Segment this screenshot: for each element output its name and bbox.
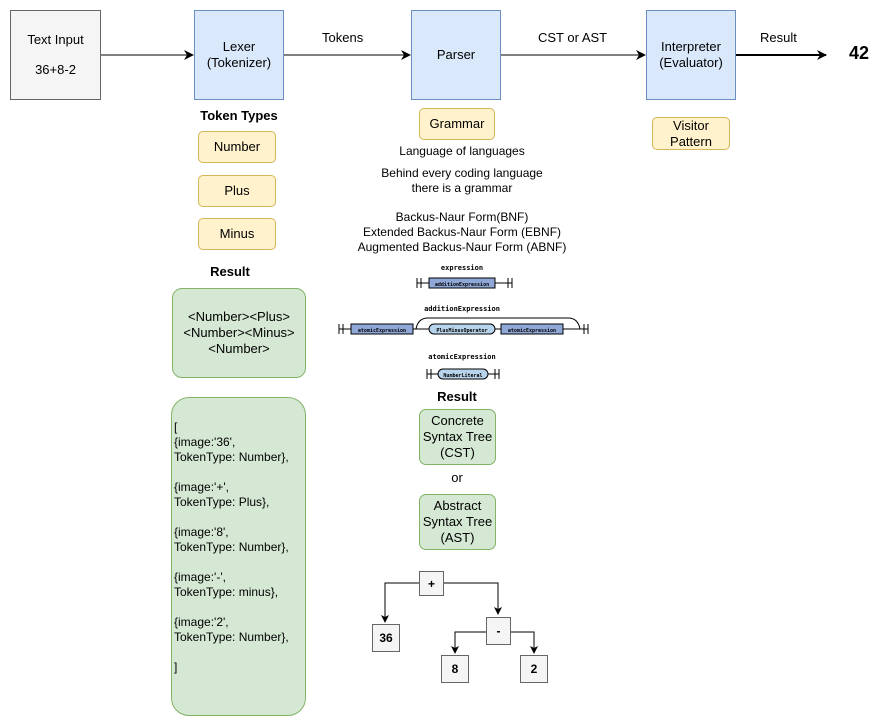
visitor-pattern-box: Visitor Pattern — [652, 117, 730, 150]
token-list-line-12: TokenType: minus}, — [174, 585, 279, 599]
token-list-line-8: {image:'8', — [174, 525, 229, 539]
rule-name-additionExpression: additionExpression — [424, 305, 500, 313]
rule-item-NumberLiteral: NumberLiteral — [443, 373, 482, 379]
rule-item-atomicExpression-1: atomicExpression — [358, 328, 406, 334]
token-list-line-3: TokenType: Number}, — [174, 450, 289, 464]
token-sequence-box: <Number><Plus> <Number><Minus> <Number> — [172, 288, 306, 378]
token-sequence-line-3: <Number> — [208, 341, 270, 356]
cst-line-1: Concrete — [431, 413, 484, 428]
cst-box: Concrete Syntax Tree (CST) — [419, 409, 496, 465]
token-list-line-9: TokenType: Number}, — [174, 540, 289, 554]
token-list-line-11: {image:'-', — [174, 570, 226, 584]
token-list-line-15: TokenType: Number}, — [174, 630, 289, 644]
visitor-pattern-line-1: Visitor — [673, 117, 709, 133]
tree-edge-minus-left — [451, 631, 486, 654]
token-type-number: Number — [198, 131, 276, 163]
tree-node-36: 36 — [372, 624, 400, 652]
ast-line-2: Syntax Tree — [422, 514, 493, 529]
parser-result-heading: Result — [437, 389, 477, 404]
tree-edge-root-left — [381, 582, 419, 623]
parser-label: Parser — [436, 47, 476, 62]
or-label: or — [451, 470, 463, 485]
grammar-note-line-2: there is a grammar — [411, 181, 513, 195]
token-list-line-4 — [174, 465, 305, 480]
token-sequence-line-2: <Number><Minus> — [183, 325, 295, 340]
token-list-line-5: {image:'+', — [174, 480, 229, 494]
grammar-forms: Backus-Naur Form(BNF) Extended Backus-Na… — [342, 210, 582, 255]
rule-atomicExpression: atomicExpression NumberLiteral — [426, 353, 500, 380]
rule-name-atomicExpression: atomicExpression — [428, 353, 495, 361]
rule-additionExpression: additionExpression atomicExpression Plus… — [338, 305, 589, 335]
edge-label-tree: CST or AST — [538, 30, 608, 45]
token-sequence-line-1: <Number><Plus> — [188, 309, 290, 324]
ast-line-1: Abstract — [433, 498, 482, 513]
rule-expression: expression additionExpression — [416, 264, 513, 289]
rule-name-expression: expression — [441, 264, 483, 272]
token-type-minus: Minus — [198, 218, 276, 250]
text-input-title: Text Input — [27, 32, 84, 47]
interpreter-label: Interpreter — [661, 39, 721, 54]
token-list-box: [ {image:'36', TokenType: Number}, {imag… — [171, 397, 306, 716]
token-types-heading: Token Types — [200, 108, 278, 123]
rule-item-additionExpression: additionExpression — [435, 282, 489, 288]
lexer-box: Lexer (Tokenizer) — [194, 10, 284, 100]
token-list-line-2: {image:'36', — [174, 435, 236, 449]
tree-node-2: 2 — [520, 655, 548, 683]
ast-box: Abstract Syntax Tree (AST) — [419, 494, 496, 550]
token-list-line-14: {image:'2', — [174, 615, 229, 629]
token-type-plus: Plus — [198, 175, 276, 207]
lexer-sublabel: (Tokenizer) — [206, 55, 272, 70]
interpreter-sublabel: (Evaluator) — [659, 55, 723, 70]
edge-label-tokens: Tokens — [322, 30, 364, 45]
parser-box: Parser — [411, 10, 501, 100]
lexer-result-heading: Result — [210, 264, 250, 279]
tree-node-plus: + — [419, 571, 444, 596]
token-list-line-7 — [174, 510, 305, 525]
grammar-note: Behind every coding language there is a … — [362, 166, 562, 196]
final-result-value: 42 — [849, 43, 870, 63]
grammar-form-ebnf: Extended Backus-Naur Form (EBNF) — [362, 225, 562, 239]
edge-label-result: Result — [760, 30, 797, 45]
grammar-form-abnf: Augmented Backus-Naur Form (ABNF) — [357, 240, 567, 254]
lexer-label: Lexer — [222, 39, 256, 54]
grammar-box: Grammar — [419, 108, 495, 140]
rule-item-atomicExpression-2: atomicExpression — [508, 328, 556, 334]
tree-node-8: 8 — [441, 655, 469, 683]
tree-edge-root-right — [444, 582, 502, 615]
token-list-line-6: TokenType: Plus}, — [174, 495, 270, 509]
tree-node-minus: - — [486, 617, 511, 645]
text-input-value: 36+8-2 — [35, 62, 76, 77]
grammar-form-bnf: Backus-Naur Form(BNF) — [395, 210, 529, 224]
cst-line-3: (CST) — [440, 445, 475, 460]
grammar-caption: Language of languages — [399, 144, 525, 158]
token-list-line-13 — [174, 600, 305, 615]
token-list-line-10 — [174, 555, 305, 570]
ast-line-3: (AST) — [440, 530, 475, 545]
interpreter-box: Interpreter (Evaluator) — [646, 10, 736, 100]
grammar-note-line-1: Behind every coding language — [381, 166, 543, 180]
token-list-line-1: [ — [174, 420, 178, 434]
token-list-line-16 — [174, 645, 305, 660]
visitor-pattern-line-2: Pattern — [670, 133, 712, 149]
cst-line-2: Syntax Tree — [422, 429, 493, 444]
tree-edge-minus-right — [511, 631, 538, 654]
rule-item-PlusMinusOperator: PlusMinusOperator — [436, 328, 487, 334]
token-list-line-17: ] — [174, 660, 178, 674]
text-input-box: Text Input 36+8-2 — [10, 10, 101, 100]
